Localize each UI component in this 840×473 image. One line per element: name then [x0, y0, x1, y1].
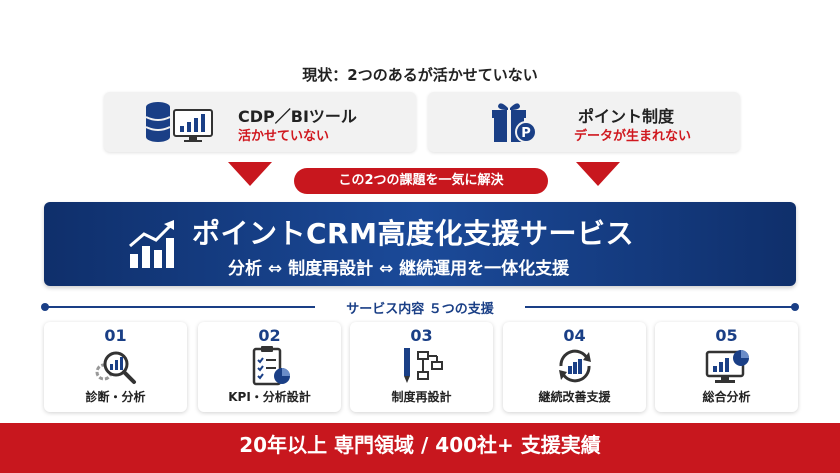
growth-chart-icon — [129, 220, 174, 268]
service-label: KPI・分析設計 — [228, 390, 311, 404]
service-number: 02 — [258, 326, 281, 345]
magnifier-chart-icon — [95, 351, 136, 384]
service-number: 04 — [563, 326, 586, 345]
monitor-piechart-icon — [705, 350, 749, 383]
divider-dot-left — [41, 303, 49, 311]
point-system-subtitle: データが生まれない — [574, 129, 692, 144]
service-number: 01 — [104, 326, 127, 345]
clipboard-checklist-icon — [252, 346, 290, 386]
left-down-arrow-icon — [228, 162, 272, 186]
database-monitor-icon — [145, 102, 213, 142]
cdp-bi-card: CDP／BIツール 活かせていない — [104, 92, 416, 152]
footer-banner: 20年以上 専門領域 / 400社+ 支援実績 — [0, 423, 840, 473]
service-card-4: 04 継続改善支援 — [503, 322, 646, 412]
banner-subtitle: 分析 ⇔ 制度再設計 ⇔ 継続運用を一体化支援 — [228, 259, 570, 279]
solution-pill: この2つの課題を一気に解決 — [294, 168, 548, 194]
section-title: サービス内容 ５つの支援 — [315, 298, 525, 317]
cdp-bi-subtitle: 活かせていない — [238, 129, 330, 144]
service-number: 03 — [410, 326, 433, 345]
service-label: 診断・分析 — [85, 390, 146, 404]
service-card-2: 02 KPI・分析設計 — [198, 322, 341, 412]
right-down-arrow-icon — [576, 162, 620, 186]
divider-dot-right — [791, 303, 799, 311]
service-banner: ポイントCRM高度化支援サービス 分析 ⇔ 制度再設計 ⇔ 継続運用を一体化支援 — [44, 202, 796, 286]
service-card-3: 03 制度再設計 — [350, 322, 493, 412]
service-number: 05 — [715, 326, 738, 345]
cdp-bi-title: CDP／BIツール — [238, 107, 357, 126]
gift-point-icon: P — [492, 103, 537, 143]
banner-title: ポイントCRM高度化支援サービス — [192, 217, 634, 250]
service-label: 継続改善支援 — [538, 390, 611, 404]
service-card-5: 05 総合分析 — [655, 322, 798, 412]
service-label: 総合分析 — [702, 390, 751, 404]
cycle-chart-icon — [558, 349, 591, 383]
point-system-card: P ポイント制度 データが生まれない — [428, 92, 740, 152]
svg-text:P: P — [521, 126, 531, 141]
pen-flowchart-icon — [403, 348, 443, 383]
service-label: 制度再設計 — [391, 390, 452, 404]
service-card-1: 01 診断・分析 — [44, 322, 187, 412]
point-system-title: ポイント制度 — [578, 107, 675, 126]
situation-heading: 現状：2つのあるが活かせていない — [302, 66, 538, 84]
